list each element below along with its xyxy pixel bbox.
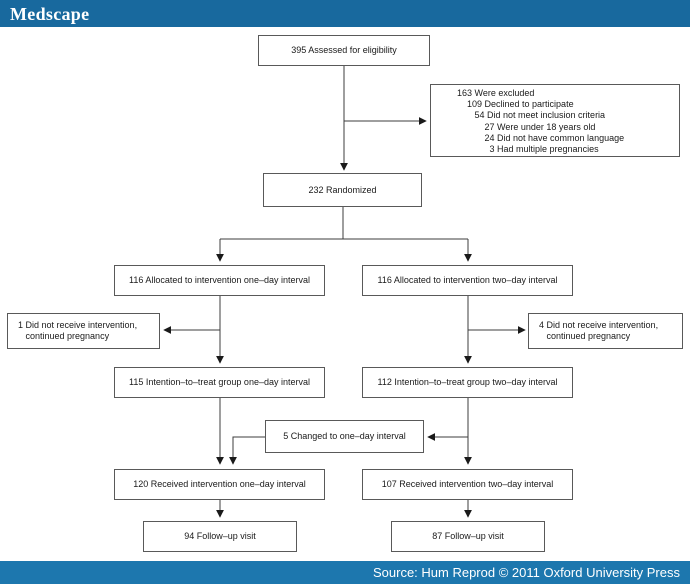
connector-randomized-split bbox=[220, 207, 468, 240]
box-changed-interval: 5 Changed to one–day interval bbox=[265, 420, 424, 453]
box-followup-one-day: 94 Follow–up visit bbox=[143, 521, 297, 552]
box-allocated-one-day: 116 Allocated to intervention one–day in… bbox=[114, 265, 325, 296]
box-excluded: 163 Were excluded 109 Declined to partic… bbox=[430, 84, 680, 157]
box-randomized: 232 Randomized bbox=[263, 173, 422, 207]
box-assessed-eligibility: 395 Assessed for eligibility bbox=[258, 35, 430, 66]
header-bar: Medscape bbox=[0, 0, 690, 27]
box-allocated-two-day: 116 Allocated to intervention two–day in… bbox=[362, 265, 573, 296]
flowchart-canvas: 395 Assessed for eligibility 163 Were ex… bbox=[0, 27, 690, 561]
box-received-one-day: 120 Received intervention one–day interv… bbox=[114, 469, 325, 500]
box-followup-two-day: 87 Follow–up visit bbox=[391, 521, 545, 552]
box-itt-two-day: 112 Intention–to–treat group two–day int… bbox=[362, 367, 573, 398]
box-received-two-day: 107 Received intervention two–day interv… bbox=[362, 469, 573, 500]
connector-changed-received-one bbox=[229, 436, 265, 465]
box-itt-one-day: 115 Intention–to–treat group one–day int… bbox=[114, 367, 325, 398]
source-credit: Source: Hum Reprod © 2011 Oxford Univers… bbox=[372, 565, 680, 580]
box-not-received-one-day: 1 Did not receive intervention, continue… bbox=[7, 313, 160, 349]
box-not-received-two-day: 4 Did not receive intervention, continue… bbox=[528, 313, 683, 349]
medscape-logo: Medscape bbox=[10, 3, 90, 24]
footer-bar: Source: Hum Reprod © 2011 Oxford Univers… bbox=[0, 561, 690, 584]
